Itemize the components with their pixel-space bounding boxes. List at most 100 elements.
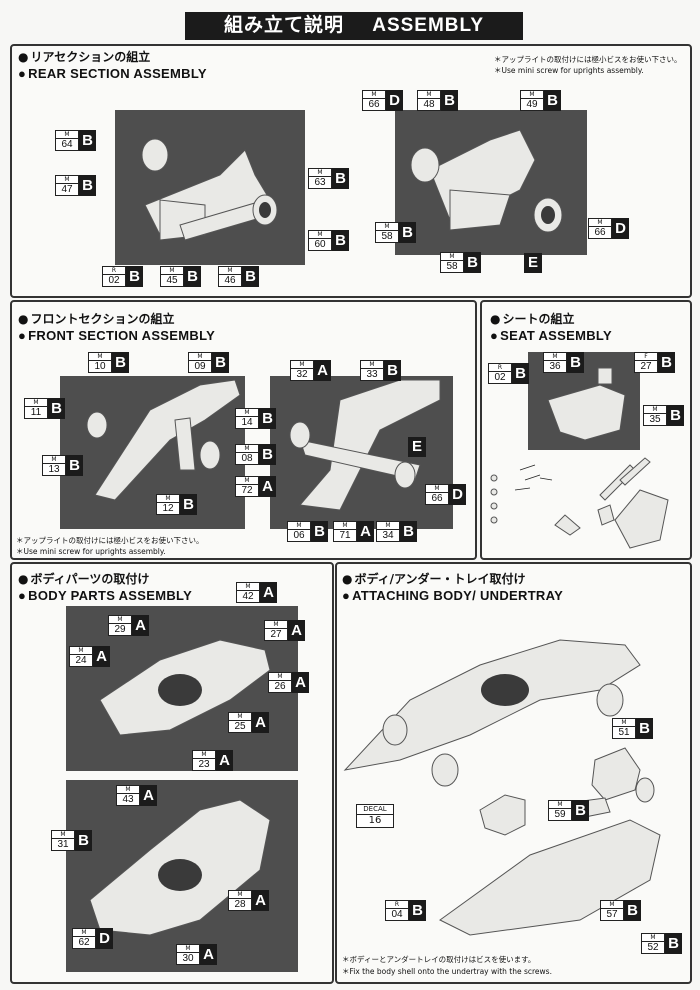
front-assembly-drawing-1 [86,379,241,501]
tag-number: 47 [61,184,73,195]
seat-belt-parts [490,457,669,549]
body-drawing-2 [89,799,271,936]
tag-letter: B [544,90,561,111]
seat-section-title-jp: シートの組立 [490,310,574,327]
tag-type: M [229,713,251,721]
body-section-title-jp: ボディパーツの取付け [18,570,149,587]
tag-number: 13 [48,464,60,475]
tag-number: 46 [224,275,236,286]
tag-letter: B [384,360,401,381]
tag-type: F [635,353,657,361]
tag-number: 32 [296,369,308,380]
tag-number: 08 [241,453,253,464]
rear-assembly-drawing-1 [141,138,278,241]
tag-type: M [309,169,331,177]
tag-number: 33 [366,369,378,380]
tag-letter: B [658,352,675,373]
decal-tag: DECAL 16 [356,804,394,828]
tag-type: M [161,267,183,275]
tag-number: 12 [162,503,174,514]
tag-letter: B [399,222,416,243]
tag-letter: B [259,408,276,429]
tag-type: M [334,522,356,530]
tag-number: 14 [241,417,253,428]
tag-type: M [361,361,383,369]
tag-letter: A [140,785,157,806]
tag-type: M [157,495,179,503]
tag-type: M [291,361,313,369]
tag-type: M [73,929,95,937]
tag-number: 72 [241,485,253,496]
tag-number: 66 [431,493,443,504]
undertray-section-title-en: ATTACHING BODY/ UNDERTRAY [342,588,563,603]
tag-number: 51 [618,727,630,738]
tag-letter: D [386,90,403,111]
tag-type: M [43,456,65,464]
tag-number: 42 [242,591,254,602]
tag-number: 27 [270,629,282,640]
tag-number: 09 [194,361,206,372]
front-note-en: ＊Use mini screw for uprights assembly. [16,547,166,556]
tag-number: 31 [57,839,69,850]
tag-number: 62 [78,937,90,948]
tag-type: M [219,267,241,275]
tag-number: 52 [647,942,659,953]
tag-letter: B [126,266,143,287]
tag-letter: B [464,252,481,273]
tag-letter: A [260,582,277,603]
tag-number: 48 [423,99,435,110]
tag-letter: B [567,352,584,373]
tag-type: M [309,231,331,239]
rear-assembly-drawing-2 [410,129,563,233]
tag-type: M [117,786,139,794]
tag-letter: B [441,90,458,111]
rear-section-title-en: REAR SECTION ASSEMBLY [18,66,207,81]
tag-number: 66 [368,99,380,110]
tag-number: 45 [166,275,178,286]
tag-number: 36 [549,361,561,372]
tag-type: M [544,353,566,361]
tag-number: 60 [314,239,326,250]
tag-type: M [265,621,287,629]
tag-letter: D [96,928,113,949]
tag-letter: B [66,455,83,476]
tag-letter: B [180,494,197,515]
seat-drawing [547,367,626,441]
tag-type: M [376,223,398,231]
tag-type: M [441,253,463,261]
tag-number: 23 [198,759,210,770]
tag-letter: A [288,620,305,641]
tag-type: M [236,409,258,417]
tag-type: M [426,485,448,493]
tag-letter: A [93,646,110,667]
tag-letter: A [216,750,233,771]
tag-type: M [89,353,111,361]
tag-letter: A [200,944,217,965]
tag-letter: B [112,352,129,373]
